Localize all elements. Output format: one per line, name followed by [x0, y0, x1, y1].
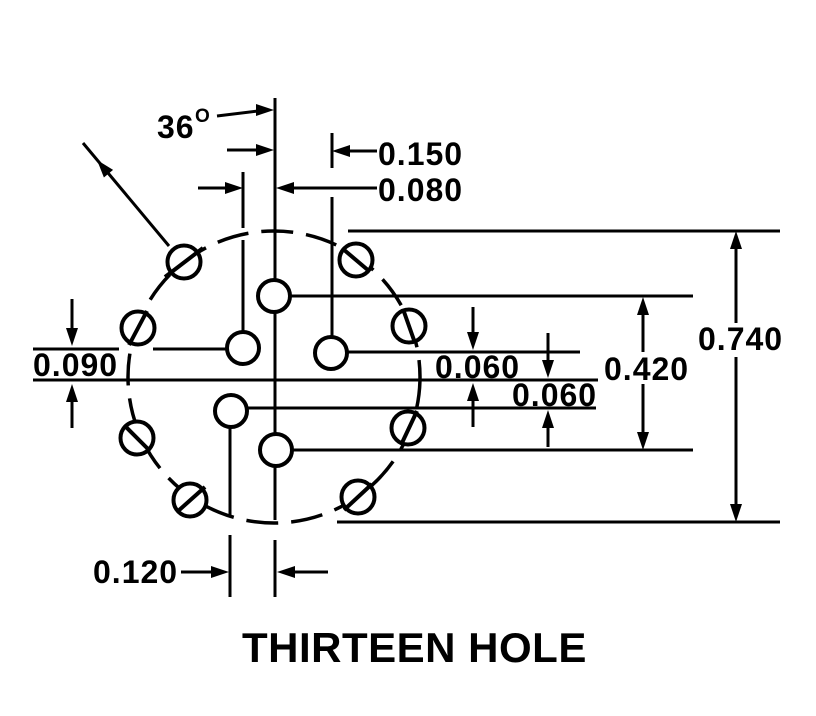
slot-slash — [401, 308, 417, 344]
dim-0080-arrow-left — [225, 182, 243, 194]
slot-slash — [163, 246, 205, 279]
dim-0060-lower-label: 0.060 — [512, 377, 597, 413]
plain-hole — [213, 393, 249, 429]
dim-0060-upper-label: 0.060 — [435, 349, 520, 385]
dim-0740-arrow-up — [730, 231, 742, 249]
plain-hole — [313, 335, 349, 371]
dim-0080-arrow-right — [276, 182, 294, 194]
dim-0090-label: 0.090 — [33, 347, 118, 383]
dim-0120-label: 0.120 — [93, 554, 178, 590]
slot-slash — [127, 310, 149, 346]
dim-0740-arrow-down — [730, 504, 742, 522]
dim-0420-label: 0.420 — [604, 351, 689, 387]
dim-0150-label: 0.150 — [378, 136, 463, 172]
dim-0090-arrow-up — [66, 384, 78, 402]
slot-slash — [341, 247, 371, 273]
dim-0420-arrow-up — [637, 297, 649, 315]
angle-arrowhead-right — [256, 104, 274, 116]
dimension-labels: 36 O 0.150 0.080 0.090 0.060 0.060 0.420… — [33, 106, 783, 671]
dim-0150-arrow-right — [332, 145, 350, 157]
drawing-title: THIRTEEN HOLE — [242, 624, 587, 671]
slot-slash — [399, 410, 419, 446]
dim-0120-arrow-right — [277, 566, 295, 578]
slot-slash — [175, 485, 207, 514]
plain-hole — [225, 330, 261, 366]
dim-0090-arrow-down — [66, 328, 78, 346]
holes — [118, 241, 428, 519]
dim-0060a-arrow-down — [467, 332, 479, 350]
slot-slash — [122, 423, 152, 453]
dimension-arrows — [66, 104, 742, 578]
dim-0120-arrow-left — [211, 566, 229, 578]
plain-hole — [258, 432, 294, 468]
plain-hole — [256, 278, 292, 314]
angle-degree-symbol: O — [195, 106, 210, 127]
dim-0060b-arrow-down — [542, 360, 554, 378]
dim-0740-label: 0.740 — [698, 321, 783, 357]
dim-0080-label: 0.080 — [378, 172, 463, 208]
dim-0060a-arrow-up — [467, 383, 479, 401]
angle-leader-line — [216, 109, 259, 118]
angle-arrowhead-diagonal — [97, 160, 114, 178]
dim-0150-arrow-left — [256, 144, 274, 156]
dim-0060b-arrow-up — [542, 410, 554, 428]
bolt-circle — [126, 229, 422, 525]
slot-slash — [342, 482, 374, 512]
angle-label: 36 — [157, 109, 195, 145]
angle-diagonal-line — [81, 142, 171, 247]
dim-0420-arrow-down — [637, 432, 649, 450]
